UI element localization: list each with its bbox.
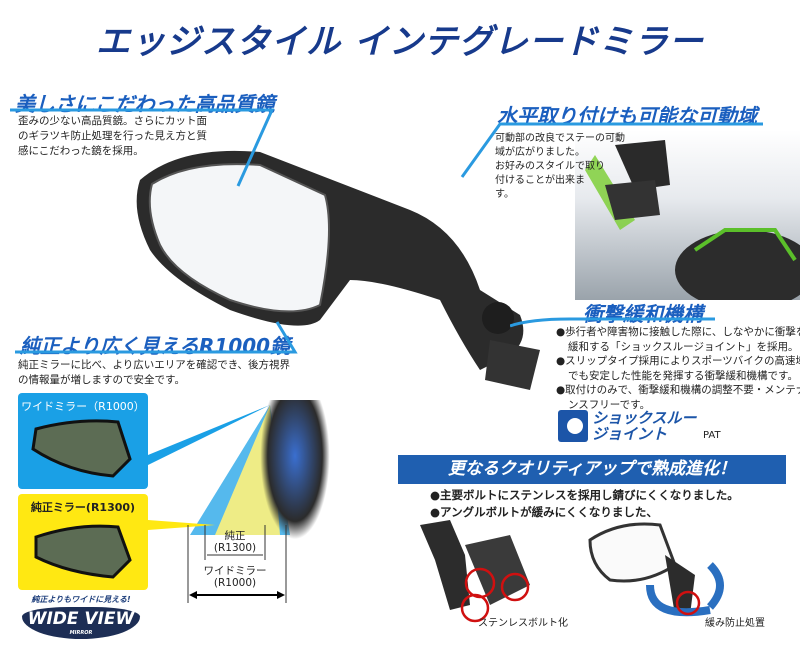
- bullet-item: ●歩行者や障害物に接触した際に、しなやかに衝撃を: [556, 326, 800, 338]
- upgrade-bullets: ●主要ボルトにステンレスを採用し錆びにくくなりました。 ●アングルボルトが緩みに…: [430, 487, 739, 521]
- diagram-wide-label: ワイドミラー (R1000): [195, 565, 275, 589]
- badge-tagline: 純正よりもワイドに見える!: [31, 595, 131, 604]
- badge-sub: MIRROR: [69, 630, 93, 636]
- mirror-illustration: [136, 150, 540, 390]
- shock-underline: [510, 317, 715, 328]
- text-line: ワイドミラー: [203, 565, 267, 577]
- stock-mirror-label: 純正ミラー(R1300): [30, 501, 136, 514]
- stock-mirror-view: [34, 524, 132, 579]
- text-line: 域が広がりました。: [495, 147, 585, 158]
- bullet-item: ●スリップタイプ採用によりスポーツバイクの高速域: [556, 355, 800, 367]
- joint-icon: [558, 410, 588, 442]
- wide-mirror-panel: ワイドミラー（R1000）: [18, 393, 148, 489]
- patent-label: PAT: [703, 430, 721, 441]
- wide-heading: 純正より広く見えるR1000鏡: [20, 334, 291, 358]
- quality-underline: [10, 108, 275, 187]
- text-line: す。: [495, 189, 514, 200]
- badge-title: WIDE VIEW: [27, 609, 135, 629]
- stock-mirror-panel: 純正ミラー(R1300): [18, 494, 148, 590]
- text-line: 歪みの少ない高品質鏡。さらにカット面: [18, 115, 207, 127]
- bullet-item-cont: ンスフリーです。: [568, 398, 651, 411]
- text-line: 付けることが出来ま: [495, 175, 585, 186]
- bullet-item: ●アングルボルトが緩みにくくなりました、: [430, 505, 658, 519]
- text-line: (R1300): [213, 542, 257, 554]
- quality-heading: 美しさにこだわった高品質鏡: [15, 92, 275, 116]
- logo-line1: ショックスルー: [592, 409, 697, 427]
- caption-anti-loosening: 緩み防止処置: [705, 618, 765, 629]
- diagram-stock-label: 純正 (R1300): [205, 530, 265, 554]
- text-line: の情報量が増しますので安全です。: [18, 374, 185, 386]
- motorcycle-photo: [575, 130, 800, 310]
- bullet-item-cont: 緩和する「ショックスルージョイント」を採用。: [568, 340, 799, 353]
- quality-description: 歪みの少ない高品質鏡。さらにカット面 のギラツキ防止処理を行った見え方と質 感に…: [18, 114, 207, 159]
- text-line: (R1000): [213, 577, 257, 589]
- bullet-item-cont: でも安定した性能を発揮する衝撃緩和機構です。: [568, 369, 798, 382]
- text-line: お好みのスタイルで取り: [495, 161, 605, 172]
- caption-stainless-bolt: ステンレスボルト化: [478, 618, 568, 629]
- movable-mirror-graphic: [585, 140, 800, 310]
- wide-mirror-view: [31, 419, 132, 478]
- wide-description: 純正ミラーに比べ、より広いエリアを確認でき、後方視界 の情報量が増しますので安全…: [18, 358, 290, 388]
- shock-bullets: ●歩行者や障害物に接触した際に、しなやかに衝撃を 緩和する「ショックスルージョイ…: [556, 325, 800, 412]
- shock-heading: 衝撃緩和機構: [583, 302, 703, 326]
- text-line: 純正: [224, 530, 246, 542]
- text-line: のギラツキ防止処理を行った見え方と質: [18, 130, 207, 142]
- bullet-item: ●主要ボルトにステンレスを採用し錆びにくくなりました。: [430, 488, 739, 502]
- text-line: 可動部の改良でステーの可動: [495, 133, 625, 144]
- movable-description: 可動部の改良でステーの可動 域が広がりました。 お好みのスタイルで取り 付けるこ…: [495, 132, 625, 202]
- logo-line2: ジョイント: [592, 425, 668, 443]
- wide-mirror-label: ワイドミラー（R1000）: [21, 400, 145, 413]
- width-diagram-lines: [187, 525, 287, 603]
- text-line: 純正ミラーに比べ、より広いエリアを確認でき、後方視界: [18, 359, 291, 371]
- page-title: エッジスタイル インテグレードミラー: [96, 22, 704, 62]
- bullet-item: ●取付けのみで、衝撃緩和機構の調整不要・メンテナ: [556, 384, 800, 396]
- wide-view-badge: 純正よりもワイドに見える! WIDE VIEW MIRROR: [22, 594, 140, 642]
- text-line: 感にこだわった鏡を採用。: [18, 145, 144, 157]
- movable-underline: [460, 122, 763, 178]
- bolt-detail-photos: [420, 520, 724, 623]
- upgrade-banner: 更なるクオリティアップで熟成進化！: [398, 455, 786, 484]
- wide-underline: [15, 321, 298, 354]
- rider-photo: [260, 400, 330, 540]
